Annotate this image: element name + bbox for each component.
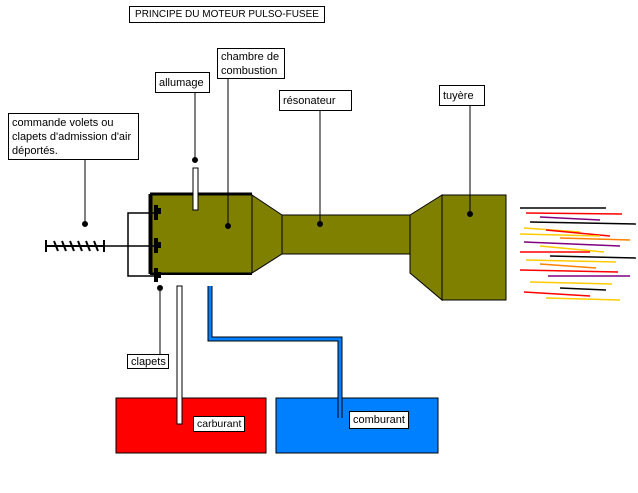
label-chambre-de-combustion: chambre de combustion — [217, 48, 285, 79]
resonator-body — [281, 214, 411, 255]
fuel-line — [176, 285, 183, 425]
nozzle-flare — [409, 194, 443, 302]
label-tuyere: tuyère — [439, 85, 485, 106]
nozzle-body — [441, 194, 507, 301]
igniter — [192, 167, 199, 211]
leader-lines — [82, 78, 473, 356]
diagram-title: PRINCIPE DU MOTEUR PULSO-FUSEE — [129, 6, 325, 23]
label-clapets: clapets — [127, 354, 169, 369]
label-allumage: allumage — [155, 72, 210, 93]
label-commande-volets: commande volets ou clapets d'admission d… — [8, 113, 139, 160]
spring-icon — [45, 240, 105, 252]
valve-linkage — [100, 212, 154, 277]
exhaust-flames — [519, 207, 637, 301]
valve-flaps — [154, 205, 161, 282]
label-carburant: carburant — [193, 416, 245, 432]
label-resonateur: résonateur — [279, 90, 352, 111]
label-comburant: comburant — [349, 411, 409, 429]
chamber-taper — [251, 194, 283, 274]
combustion-chamber — [151, 194, 253, 274]
